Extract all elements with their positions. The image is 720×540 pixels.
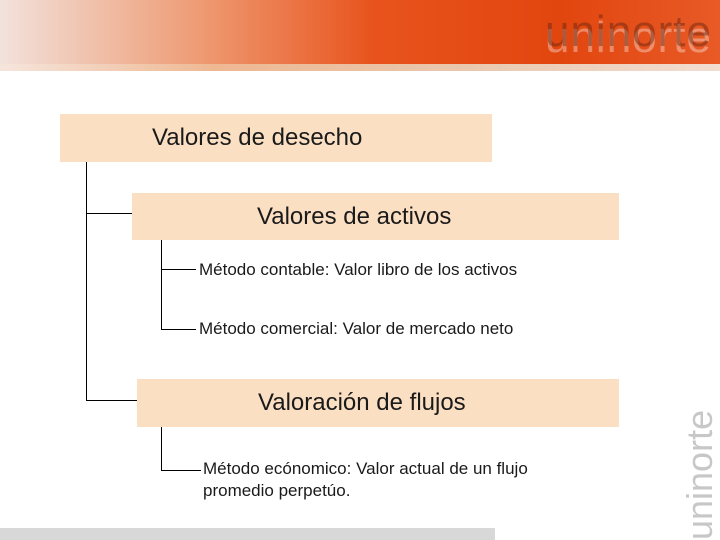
header-strip: [0, 64, 720, 71]
item-metodo-comercial: Método comercial: Valor de mercado neto: [199, 319, 514, 338]
branch-box-activos: Valores de activos: [132, 193, 619, 240]
root-box: Valores de desecho: [60, 114, 492, 162]
logo-text: uninorte: [544, 7, 712, 56]
connector-item1-horizontal: [161, 269, 196, 270]
side-watermark-logo: uninorte: [679, 409, 720, 540]
connector-item2-horizontal: [161, 329, 196, 330]
uninorte-logo: uninorte uninorte: [544, 7, 712, 60]
connector-branch1-horizontal: [86, 213, 133, 214]
connector-branch1-vertical: [161, 240, 162, 330]
connector-branch2-horizontal: [86, 400, 138, 401]
item-metodo-contable: Método contable: Valor libro de los acti…: [199, 260, 518, 279]
connector-item3-horizontal: [161, 470, 201, 471]
branch-label-activos: Valores de activos: [257, 203, 452, 230]
branch-label-flujos: Valoración de flujos: [258, 389, 466, 416]
item-metodo-economico: Método ecónomico: Valor actual de un flu…: [203, 459, 528, 500]
connector-branch2-vertical: [161, 427, 162, 471]
header-banner: [0, 0, 720, 64]
connector-root-vertical: [86, 161, 87, 401]
bottom-bar: [0, 528, 495, 540]
branch-box-flujos: Valoración de flujos: [137, 379, 619, 427]
root-label: Valores de desecho: [152, 124, 363, 151]
logo-shadow: uninorte: [544, 13, 712, 62]
